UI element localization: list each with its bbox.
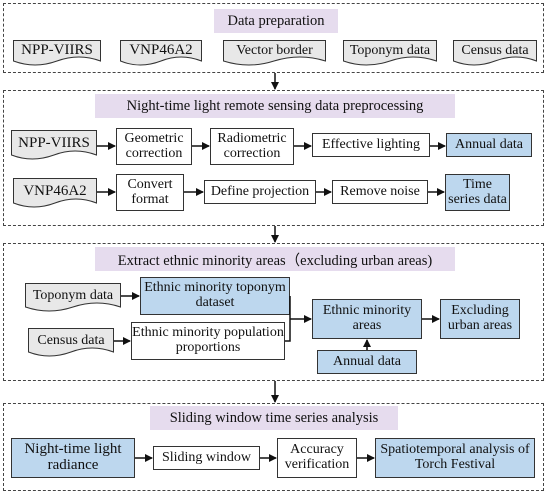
document-shape-icon	[120, 40, 202, 66]
document-shape-icon	[11, 130, 97, 160]
section-sliding-window	[3, 403, 544, 491]
input-doc-npp-viirs: NPP-VIIRS	[13, 40, 101, 66]
output-time-series-data: Time series data	[445, 174, 510, 211]
step-effective-lighting: Effective lighting	[312, 133, 430, 157]
document-shape-icon	[25, 283, 121, 312]
document-shape-icon	[453, 40, 537, 66]
input-doc-census-data: Census data	[453, 40, 537, 66]
input-doc-vector-border: Vector border	[223, 40, 326, 66]
row2-source-doc: VNP46A2	[13, 178, 97, 209]
document-shape-icon	[13, 40, 101, 66]
document-shape-icon	[28, 328, 114, 357]
step-remove-noise: Remove noise	[332, 180, 428, 204]
section-extraction	[3, 243, 544, 381]
input-doc-toponym-data: Toponym data	[343, 40, 437, 66]
section-title-sliding-window: Sliding window time series analysis	[150, 406, 398, 430]
document-shape-icon	[343, 40, 437, 66]
section-title-data-preparation: Data preparation	[214, 9, 338, 33]
section-title-extraction: Extract ethnic minority areas（excluding …	[95, 247, 455, 271]
census-input-doc: Census data	[28, 328, 114, 358]
step-define-projection: Define projection	[204, 180, 316, 204]
radiance-box: Night-time light radiance	[11, 438, 135, 478]
output-annual-data: Annual data	[446, 133, 532, 157]
row1-source-doc: NPP-VIIRS	[11, 130, 97, 161]
section-data-preparation	[3, 3, 544, 73]
toponym-dataset-box: Ethnic minority toponym dataset	[140, 277, 290, 315]
input-doc-vnp46a2: VNP46A2	[120, 40, 202, 66]
population-proportions-box: Ethnic minority population proportions	[131, 322, 285, 360]
sliding-window-box: Sliding window	[153, 446, 260, 470]
step-convert-format: Convert format	[116, 174, 184, 211]
annual-data-box: Annual data	[317, 350, 417, 374]
toponym-input-doc: Toponym data	[25, 283, 121, 313]
section-preprocessing	[3, 90, 544, 226]
step-geometric-correction: Geometric correction	[116, 128, 192, 165]
accuracy-verification-box: Accuracy verification	[277, 438, 357, 478]
minority-areas-box: Ethnic minority areas	[312, 299, 422, 339]
section-title-preprocessing: Night-time light remote sensing data pre…	[95, 94, 455, 118]
excluding-urban-box: Excluding urban areas	[440, 299, 520, 339]
step-radiometric-correction: Radiometric correction	[210, 128, 294, 165]
document-shape-icon	[223, 40, 326, 66]
document-shape-icon	[13, 178, 97, 208]
spatiotemporal-analysis-box: Spatiotemporal analysis of Torch Festiva…	[375, 438, 535, 478]
